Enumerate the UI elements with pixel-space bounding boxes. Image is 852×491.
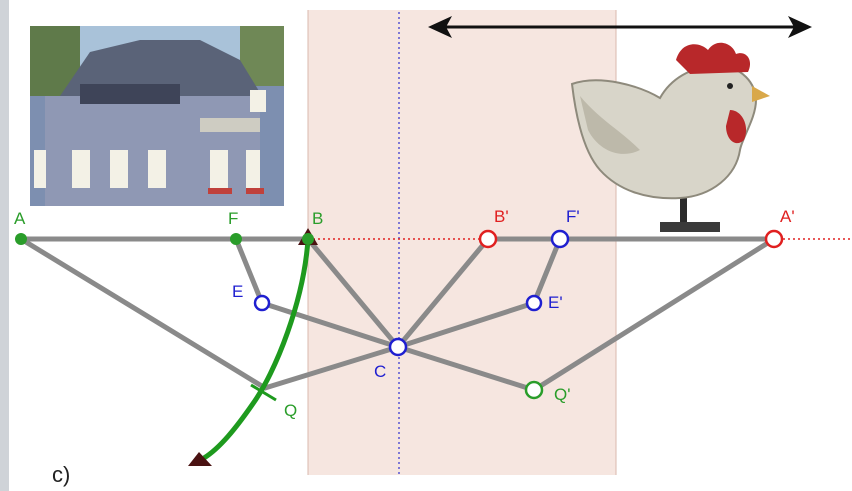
label-Ap: A' <box>780 207 795 226</box>
shaded-band-right <box>400 10 616 475</box>
label-F: F <box>228 209 238 228</box>
bar-C-Ep <box>395 300 537 350</box>
point-C-marker <box>388 337 408 357</box>
bar-Qp-Ap <box>531 236 777 393</box>
bar-A-Q <box>18 236 268 391</box>
left-edge-strip <box>0 0 9 491</box>
green-arc-path <box>202 238 311 461</box>
triangle-pivot-icon <box>188 452 212 466</box>
bar-Q-C <box>262 344 401 391</box>
point-Ep-marker <box>525 294 543 312</box>
bar-C-Qp <box>395 344 537 393</box>
label-B: B <box>312 209 323 228</box>
label-E: E <box>232 282 243 301</box>
point-F-marker <box>230 233 242 245</box>
linkage-bars <box>18 236 777 393</box>
label-Qp: Q' <box>554 385 570 404</box>
label-Bp: B' <box>494 207 509 226</box>
point-Qp-marker <box>524 380 544 400</box>
point-Ap-marker <box>764 229 784 249</box>
point-B-marker <box>302 233 314 245</box>
point-E-marker <box>253 294 271 312</box>
double-headed-arrow-icon <box>428 16 812 38</box>
panel-label: c) <box>52 462 70 487</box>
label-Ep: E' <box>548 293 563 312</box>
building-photo <box>30 26 284 206</box>
point-A-marker <box>15 233 27 245</box>
bar-Ep-Fp <box>531 236 563 306</box>
label-Q: Q <box>284 401 297 420</box>
label-C: C <box>374 362 386 381</box>
point-Fp-marker <box>550 229 570 249</box>
label-A: A <box>14 209 26 228</box>
joints <box>15 229 784 400</box>
rooster-figurine <box>570 42 770 232</box>
label-Fp: F' <box>566 207 580 226</box>
bar-C-Bp <box>395 236 491 350</box>
point-Bp-marker <box>478 229 498 249</box>
bar-B-C <box>305 236 401 350</box>
bar-E-C <box>259 300 401 350</box>
shaded-band-left <box>308 10 400 475</box>
bar-F-E <box>233 236 265 306</box>
arc-tick-mark <box>250 383 277 402</box>
